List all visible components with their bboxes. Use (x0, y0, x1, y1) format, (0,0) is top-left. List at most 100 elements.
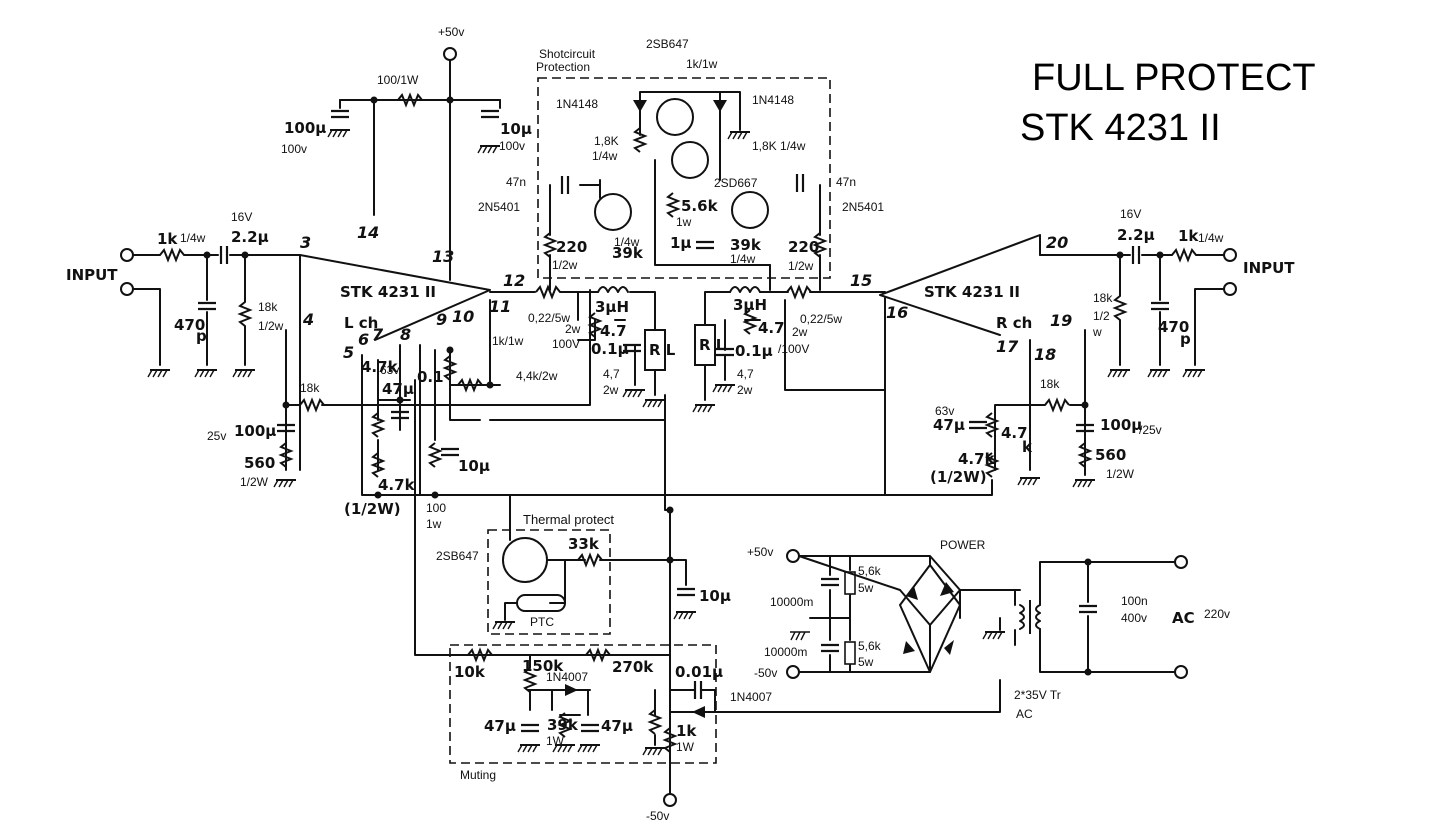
left-input-terminal[interactable] (120, 248, 134, 262)
right-input-gnd-terminal[interactable] (1223, 282, 1237, 296)
label-left-fb-r100: 100 (426, 501, 446, 515)
label-left-r47: 4.7 (600, 322, 627, 340)
thermal-title: Thermal protect (523, 512, 614, 527)
power-r1w: 5w (858, 581, 874, 595)
transformer-secondary (1019, 604, 1025, 630)
ground-icon (1147, 369, 1171, 378)
ground-icon (492, 621, 516, 630)
power-neg-label: -50v (754, 666, 777, 680)
sc-r-top: 1k/1w (686, 57, 718, 71)
supply-neg-terminal (663, 793, 677, 807)
inductor-left (597, 286, 629, 293)
ground-icon (517, 744, 541, 753)
label-right-fb-c47: 47µ (933, 416, 965, 434)
label-left-l: 3µH (595, 298, 629, 316)
transistor-2n5401-right (731, 191, 769, 229)
label-right-fb-c100: 100µ (1100, 416, 1142, 434)
label-right-r1k-w: 1/4w (1198, 231, 1224, 245)
title-line-2: STK 4231 II (1020, 107, 1221, 149)
bridge-outline (899, 564, 961, 673)
sc-r220-right: 220 (788, 238, 819, 256)
wire (1039, 561, 1176, 673)
label-left-r1k: 1k (157, 230, 178, 248)
label-right-c01v: /100V (778, 342, 809, 356)
label-left-fb-r47k: 4.7k (378, 476, 416, 494)
capacitor (1149, 301, 1171, 311)
left-input-gnd-terminal[interactable] (120, 282, 134, 296)
right-input-terminal[interactable] (1223, 248, 1237, 262)
muting-r1k: 1k (676, 722, 697, 740)
sc-r39-right-w: 1/4w (730, 252, 756, 266)
sc-r39-left-w: 1/4w (614, 235, 640, 249)
label-left-c01: 0.1µ (591, 340, 629, 358)
label-left-r47b: 4,7 (603, 367, 620, 381)
label-right-r022: 0,22/5w (800, 312, 842, 326)
junction-dot (1156, 251, 1164, 259)
power-ac-v: 220v (1204, 607, 1230, 621)
wire (339, 59, 501, 281)
power-tr-ac: AC (1016, 707, 1033, 721)
junction-dot (446, 346, 454, 354)
supply-pos-terminal (443, 47, 457, 61)
ground-icon (327, 129, 351, 138)
junction-dot (1084, 558, 1092, 566)
ground-icon (147, 369, 171, 378)
power-r2w: 5w (858, 655, 874, 669)
bridge-diode-1 (906, 586, 918, 600)
label-right-cap: 2.2µ (1117, 226, 1155, 244)
label-left-cap-v: 16V (231, 210, 252, 224)
ground-icon (1072, 479, 1096, 488)
inductor-right (729, 286, 761, 293)
capacitor (439, 447, 461, 457)
ground-icon (577, 744, 601, 753)
load-left (644, 329, 666, 371)
label-left-fb-r560w: 1/2W (240, 475, 269, 489)
label-left-fb-r1k: 1k/1w (492, 334, 524, 348)
muting-r39k: 39k (547, 716, 579, 734)
pin-13: 13 (432, 247, 454, 266)
sc-q-right: 2N5401 (842, 200, 884, 214)
thermal-ptc: PTC (530, 615, 554, 629)
ic-left-channel: L ch (344, 314, 378, 332)
sc-q-left: 2N5401 (478, 200, 520, 214)
sc-r220-right-w: 1/2w (788, 259, 814, 273)
junction-dot (396, 396, 404, 404)
right-input-label: INPUT (1243, 259, 1295, 277)
sc-title-1: Shotcircuit (539, 47, 596, 61)
label-right-r47b: 4,7 (737, 367, 754, 381)
sc-c47-right: 47n (836, 175, 856, 189)
shortcircuit-box (537, 77, 831, 279)
label-right-fb-r560: 560 (1095, 446, 1126, 464)
power-c2: 10000m (764, 645, 807, 659)
label-right-r47bw: 2w (737, 383, 753, 397)
resistor (1171, 249, 1197, 261)
ground-icon (622, 389, 646, 398)
capacitor (694, 240, 716, 250)
sc-d-left: 1N4148 (556, 97, 598, 111)
wire (361, 297, 886, 496)
sc-title-2: Protection (536, 60, 590, 74)
pin-19: 19 (1050, 311, 1072, 330)
ac-terminal-2[interactable] (1174, 665, 1188, 679)
label-right-r18k: 18k (1093, 291, 1113, 305)
junction-dot (1116, 251, 1124, 259)
transistor-2sd667 (671, 141, 709, 179)
supply-pos-label: +50v (438, 25, 464, 39)
label-right-p: p (1180, 330, 1191, 348)
muting-d1: 1N4007 (546, 670, 588, 684)
ground-icon (1017, 477, 1041, 486)
supply-neg-label: -50v (646, 809, 669, 823)
thermal-box (487, 529, 611, 635)
label-right-r18k-w1: 1/2 (1093, 309, 1110, 323)
transformer-primary (1035, 604, 1041, 630)
power-r2: 5,6k (858, 639, 882, 653)
label-right-c01: 0.1µ (735, 342, 773, 360)
wire (339, 99, 501, 216)
ptc-sensor (516, 594, 566, 612)
diode-mute-2 (692, 706, 705, 718)
capacitor (819, 577, 841, 587)
ic-left-label: STK 4231 II (340, 283, 436, 301)
ac-terminal-1[interactable] (1174, 555, 1188, 569)
capacitor (219, 244, 229, 266)
junction-dot (666, 556, 674, 564)
